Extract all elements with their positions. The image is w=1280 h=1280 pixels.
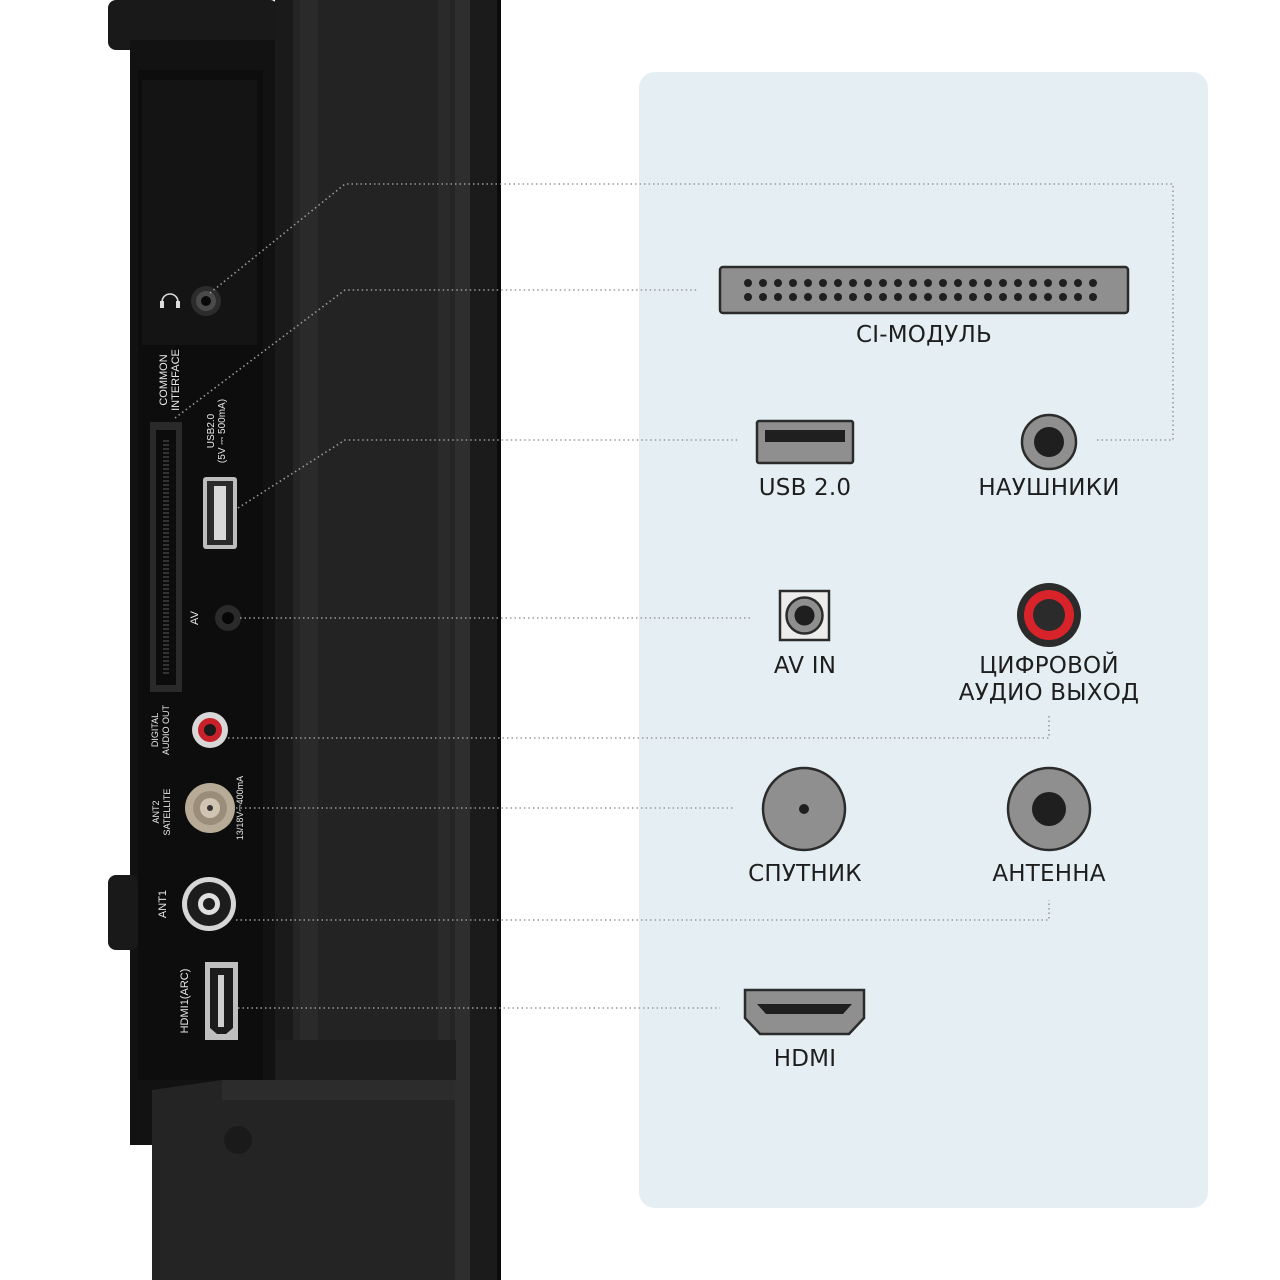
label-headphones: НАУШНИКИ [978,475,1120,501]
label-av-in: AV IN [773,653,837,679]
tv-antenna-port [182,877,236,931]
ci-module-icon [718,265,1130,315]
tv-hdmi-port [205,962,238,1040]
label-digital-audio-out: ЦИФРОВОЙ АУДИО ВЫХОД [958,653,1140,706]
tv-satellite-port [185,783,235,833]
tv-digital-audio-port [192,712,228,748]
tv-av-port [215,605,241,631]
headphones-jack-icon [1020,413,1078,471]
antenna-connector-icon [1006,766,1092,852]
digital-audio-out-icon [1017,583,1081,647]
label-antenna: АНТЕННА [992,861,1106,887]
label-ci-module: CI-МОДУЛЬ [856,322,992,348]
label-hdmi: HDMI [773,1046,837,1072]
label-usb: USB 2.0 [758,475,852,501]
label-satellite: СПУТНИК [748,861,862,887]
tv-ci-slot [150,422,182,692]
satellite-connector-icon [761,766,847,852]
av-in-icon [778,589,831,642]
usb-icon [755,419,855,465]
tv-usb-port [203,477,237,549]
hdmi-icon [743,988,866,1036]
